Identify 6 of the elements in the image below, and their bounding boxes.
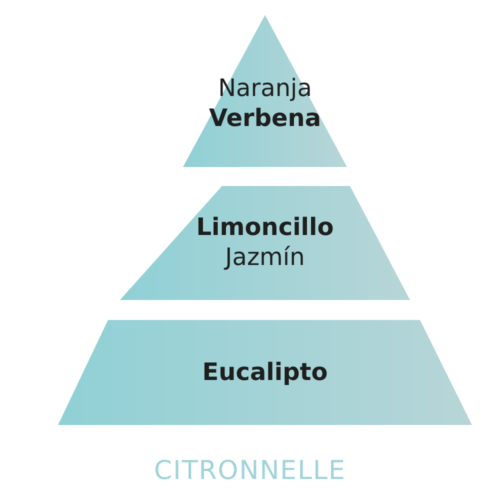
note-label: Jazmín: [225, 242, 305, 272]
note-label: Naranja: [218, 73, 312, 103]
note-label: Eucalipto: [202, 357, 328, 387]
note-label: Limoncillo: [196, 212, 334, 242]
note-label: Verbena: [208, 103, 322, 133]
caption: CITRONNELLE: [154, 456, 346, 486]
